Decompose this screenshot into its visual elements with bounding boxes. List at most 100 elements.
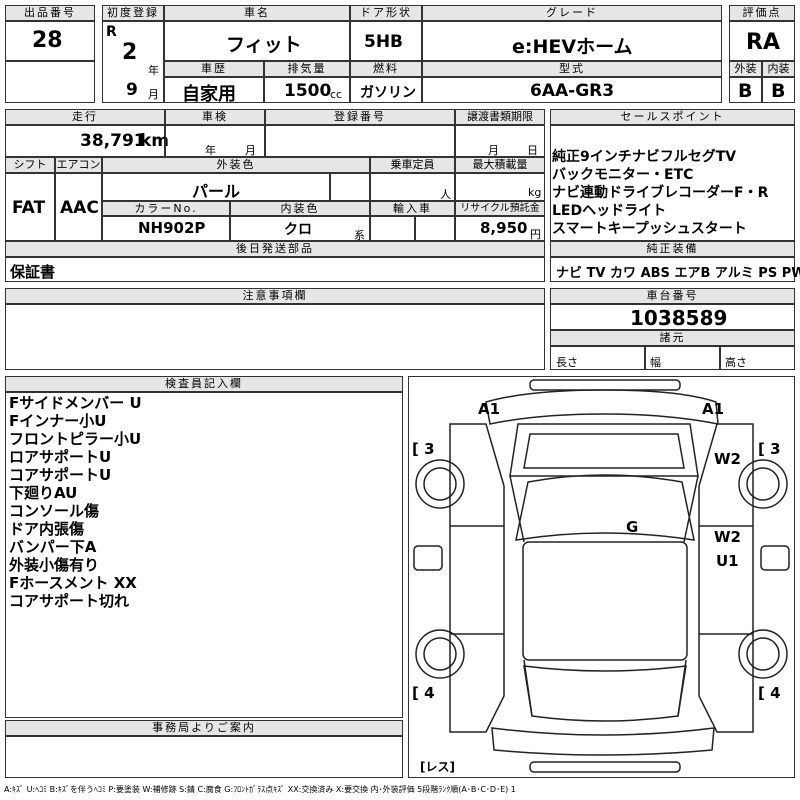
notes-cell [5,304,545,370]
inspector-line: Fホースメント XX [9,574,137,592]
later-parts-header: 後日発送部品 [5,241,545,257]
score-cell [729,21,795,61]
model-cell [422,77,722,103]
width-label: 幅 [650,356,661,369]
ext-color-header: 外装色 [102,157,370,173]
doc-month-unit: 月 [488,144,499,157]
sales-point: ナビ連動ドライブレコーダーF・R [552,185,769,201]
car-name-header: 車名 [164,5,350,21]
length-cell [550,346,645,370]
history: 自家用 [182,84,236,105]
office-cell [5,736,403,778]
inspector-line: コアサポートU [9,466,112,484]
inspector-line: Fインナー小U [9,412,107,430]
inspector-line: ドア内張傷 [9,520,85,538]
spec-header: 諸元 [550,330,795,346]
legend: A:ｷｽﾞ U:ﾍｺﾐ B:ｷｽﾞを伴うﾍｺﾐ P:要塗装 W:補修跡 S:錆 … [4,785,516,794]
equip-item: エアB [674,266,711,281]
mark-u1: U1 [716,552,739,570]
inspection-cell [165,125,265,157]
model-header: 型式 [422,61,722,77]
later-parts: 保証書 [10,263,56,281]
era: R [106,24,117,40]
grade: e:HEVホーム [512,36,633,58]
sales-points: 純正9インチナビフルセグTV バックモニター・ETC ナビ連動ドライブレコーダー… [552,148,768,238]
reg-month-unit: 月 [148,88,159,101]
lot-blank-cell [5,61,95,103]
equip-item: PW [781,266,800,281]
equip-item: ナビ [556,266,583,281]
mark-bracket-3-right: [ 3 [758,440,781,458]
displacement-unit: cc [330,88,343,101]
reg-year-unit: 年 [148,64,159,77]
sales-header: セールスポイント [550,109,795,125]
door: 5HB [364,32,404,52]
ac-header: エアコン [55,157,102,173]
inspector-lines: Fサイドメンバー U Fインナー小U フロントピラー小U ロアサポートU コアサ… [9,394,142,610]
lot-no-header: 出品番号 [5,5,95,21]
inspector-line: フロントピラー小U [9,430,142,448]
lot-no: 28 [32,28,63,53]
door-cell [350,21,422,61]
int-grade: B [771,80,786,102]
fuel-header: 燃料 [350,61,422,77]
int-color-header: 内装色 [230,201,370,216]
shift-header: シフト [5,157,55,173]
first-reg-header: 初度登録 [102,5,164,21]
int-header: 内装 [762,61,795,77]
ext-header: 外装 [729,61,762,77]
mark-bracket-4-left: [ 4 [412,684,435,702]
inspector-line: コアサポート切れ [9,592,130,610]
shift: FAT [12,198,46,218]
inspector-line: ロアサポートU [9,448,112,466]
inspector-line: コンソール傷 [9,502,100,520]
recycle-unit: 円 [530,228,541,241]
inspector-line: バンパー下A [9,538,97,556]
mark-bracket-4-right: [ 4 [758,684,781,702]
chassis-number: 1038589 [630,306,728,330]
sales-point: スマートキープッシュスタート [552,221,747,237]
capacity-header: 乗車定員 [370,157,455,173]
mileage-cell [5,125,165,157]
int-cell [762,77,795,103]
color-no-cell [102,216,230,241]
ac-cell [55,173,102,241]
reg-no-cell [265,125,455,157]
mark-g: G [626,518,639,536]
ext-color-extra-cell [330,173,370,201]
color-no: NH902P [138,219,206,237]
history-header: 車歴 [164,61,264,77]
insp-year-unit: 年 [205,144,216,157]
car-name: フィット [226,34,302,56]
import-cell-2 [415,216,455,241]
displacement-header: 排気量 [264,61,350,77]
ext-cell [729,77,762,103]
equip-item: ABS [640,266,670,281]
color-no-header: カラーNo. [102,201,230,216]
door-header: ドア形状 [350,5,422,21]
load-unit: kg [528,186,542,199]
height-cell [720,346,795,370]
grade-cell [422,21,722,61]
capacity-cell [370,173,455,201]
recycle-cell [455,216,545,241]
score: RA [746,30,780,55]
lot-no-cell [5,21,95,61]
reg-no-header: 登録番号 [265,109,455,125]
equip-item: アルミ [714,266,754,281]
reg-month: 9 [126,80,138,100]
ext-color-cell [102,173,330,201]
import-header: 輸入車 [370,201,455,216]
equip-list: ナビ TV カワ ABS エアB アルミ PS PW [556,262,800,281]
height-label: 高さ [725,356,747,369]
width-cell [645,346,720,370]
ext-grade: B [738,80,753,102]
inspector-line: Fサイドメンバー U [9,394,142,412]
chassis-header: 車台番号 [550,288,795,304]
chassis-cell [550,304,795,330]
insp-month-unit: 月 [245,144,256,157]
equip-item: PS [758,266,778,281]
inspection-header: 車検 [165,109,265,125]
displacement-cell [264,77,350,103]
mileage: 38,791 [80,131,146,151]
